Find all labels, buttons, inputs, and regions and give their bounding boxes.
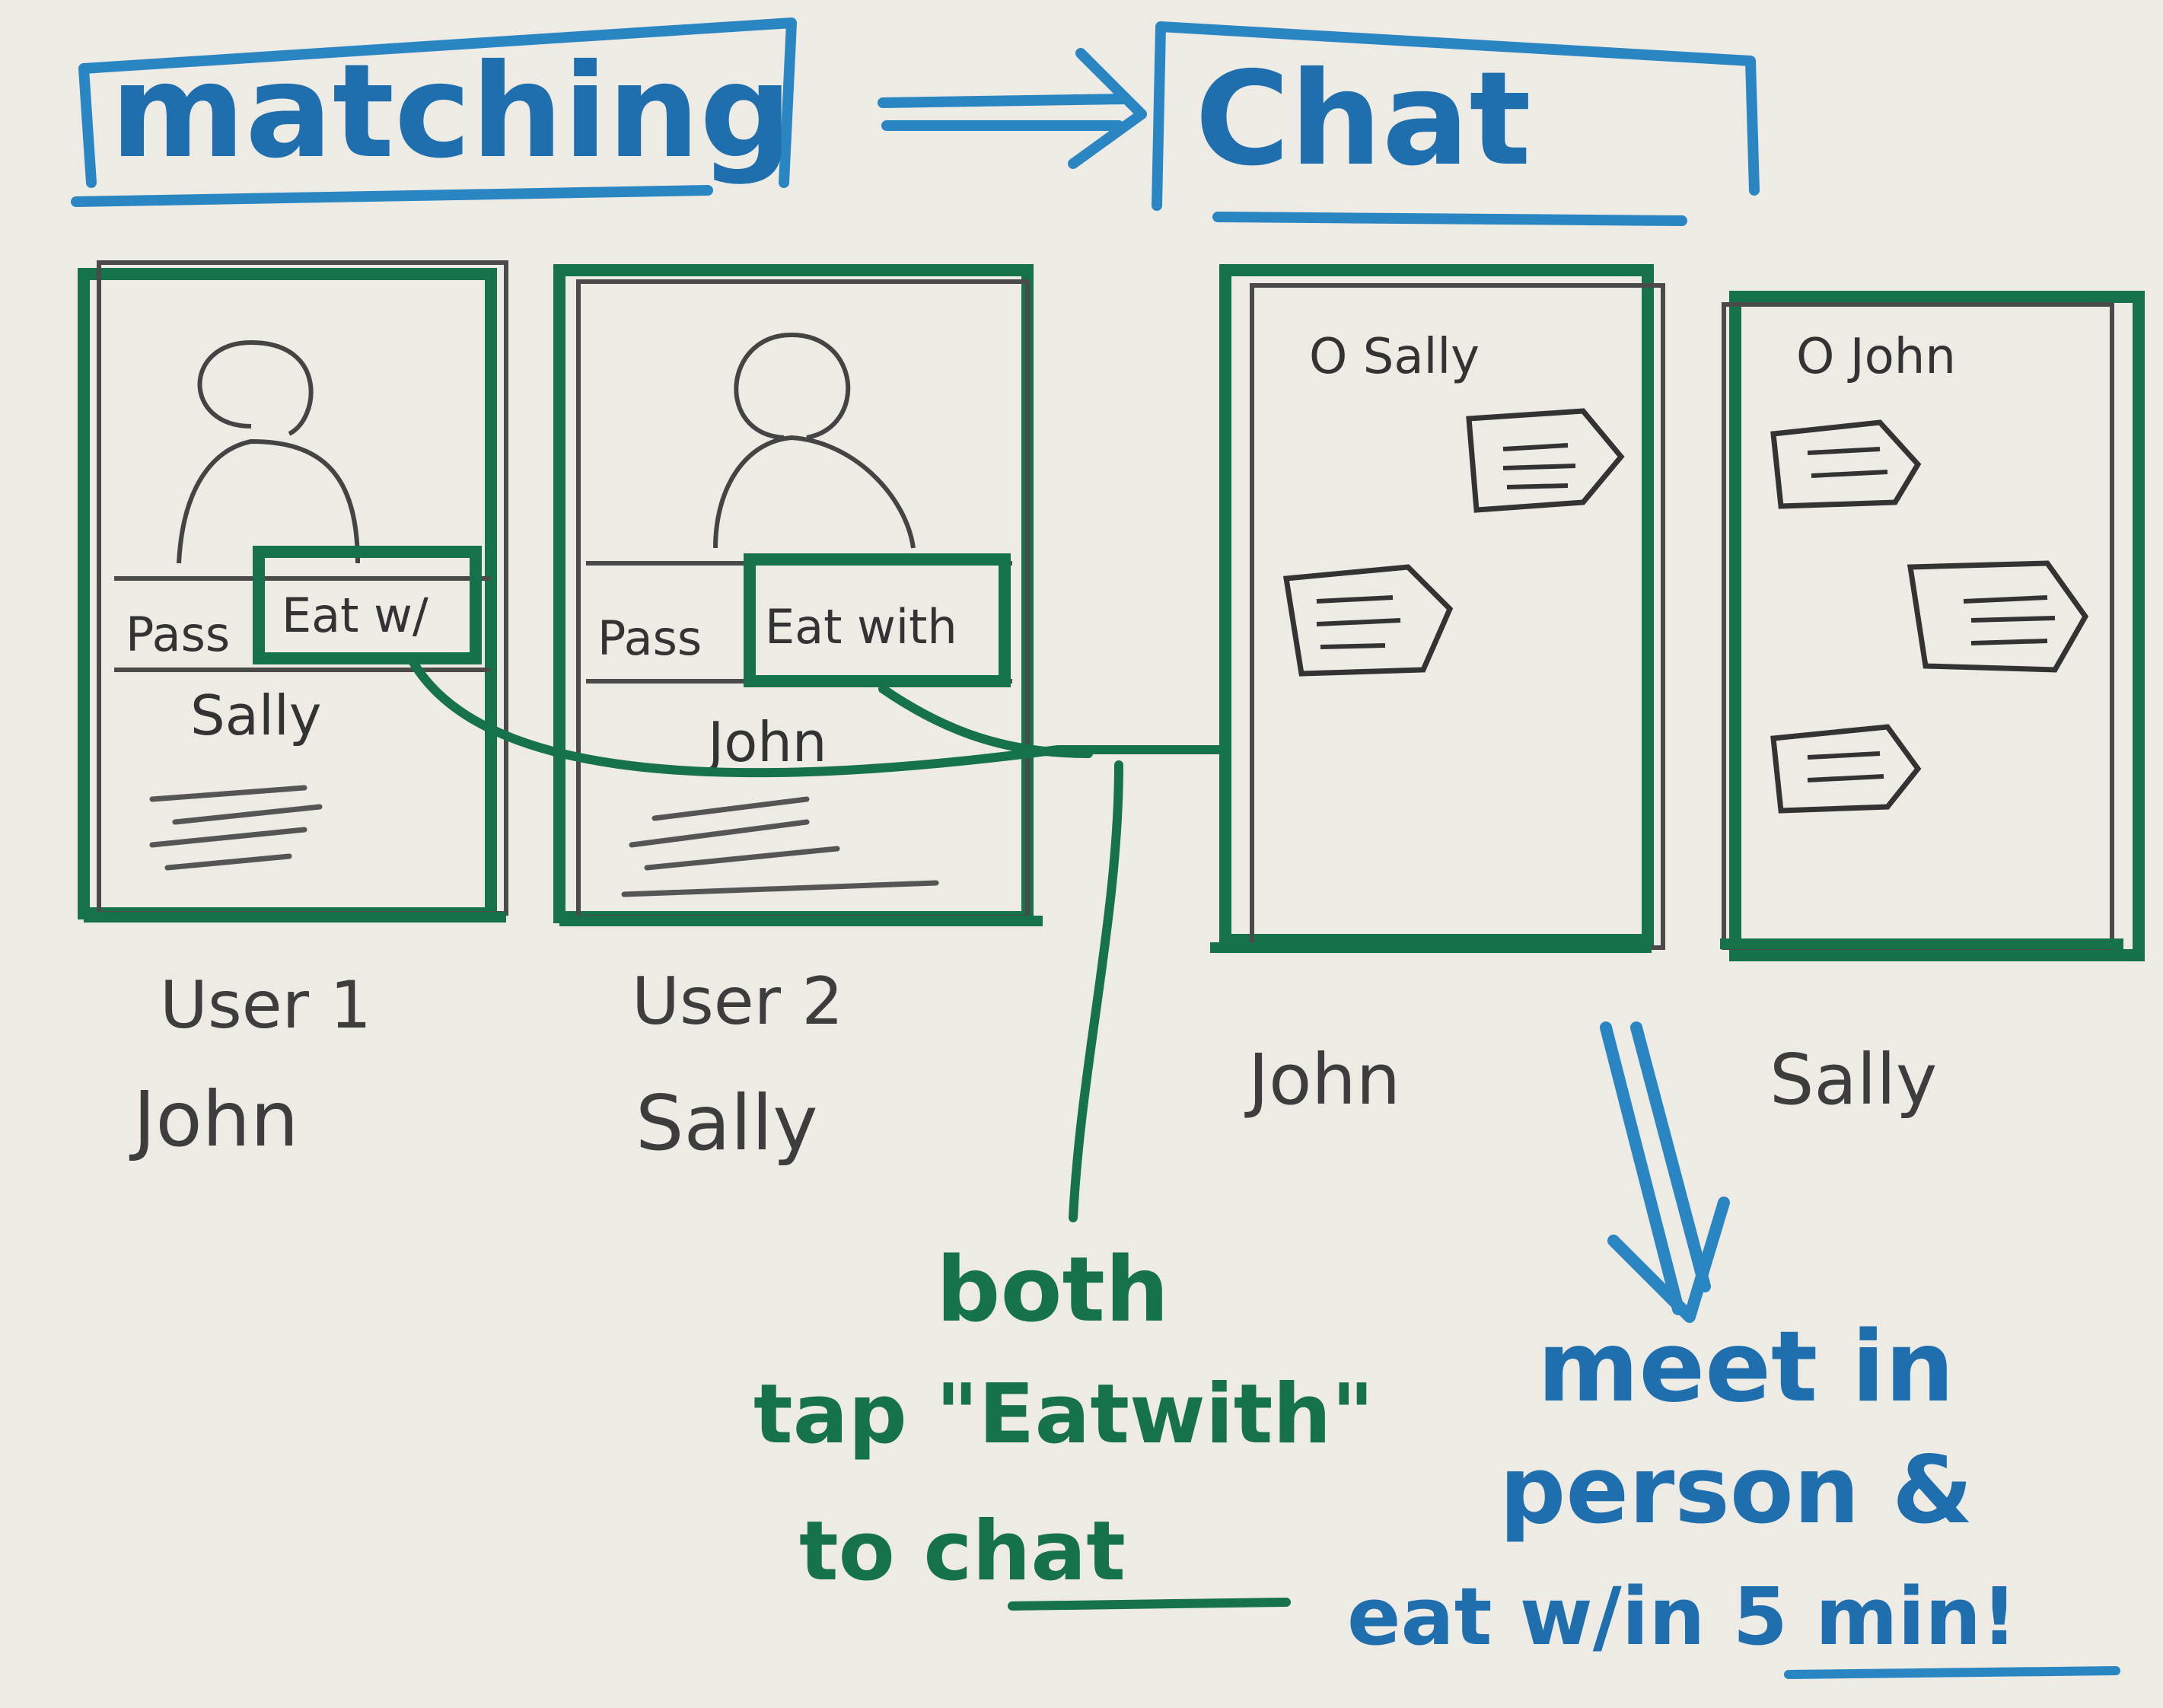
eat-with-button[interactable] [744, 553, 1011, 687]
match-screen-sally-caption-2: Sally [636, 1079, 818, 1168]
green-note-line-3: to chat [799, 1504, 1126, 1599]
match-screen-john: Pass Eat w/ Sally [78, 260, 508, 923]
matching-title-box [71, 18, 797, 207]
incoming-message-bubble [1466, 408, 1625, 513]
profile-name: Sally [190, 684, 321, 747]
chat-screen-john: O Sally [1210, 264, 1665, 953]
chat-screen-sally-caption: Sally [1770, 1039, 1937, 1120]
green-note-line-2: tap "Eatwith" [753, 1367, 1375, 1462]
outgoing-message-bubble [1907, 560, 2089, 673]
green-note-line-1: both [936, 1237, 1169, 1342]
blue-note-line-3: eat w/in 5 min! [1347, 1570, 2018, 1663]
down-arrow-icon [1600, 1021, 1730, 1323]
chat-header-name: O John [1796, 329, 1956, 385]
profile-bio-lines [621, 796, 939, 897]
flow-connector-lines [406, 654, 1230, 1222]
chat-title-box [1152, 21, 1760, 226]
profile-name: John [705, 710, 827, 774]
pass-button[interactable]: Pass [126, 607, 230, 662]
matching-title: matching [110, 37, 792, 187]
chat-title: Chat [1195, 44, 1531, 195]
blue-note-line-1: meet in [1537, 1311, 1954, 1424]
chat-screen-john-caption: John [1244, 1039, 1400, 1120]
chat-screen-sally: O John [1720, 291, 2145, 961]
incoming-message-bubble [1770, 724, 1922, 814]
profile-avatar-icon [713, 332, 916, 549]
match-screen-john-caption-1: User 1 [160, 967, 371, 1044]
header-arrow-icon [878, 48, 1147, 169]
chat-header-name: O Sally [1309, 329, 1480, 385]
eat-with-button[interactable] [253, 546, 482, 664]
match-screen-john-caption-2: John [129, 1075, 298, 1164]
chat-underline [1008, 1598, 1291, 1611]
eat-with-label: Eat with [765, 599, 957, 655]
match-screen-sally-caption-1: User 2 [632, 964, 843, 1040]
pass-button[interactable]: Pass [597, 610, 702, 666]
profile-avatar-icon [177, 339, 360, 564]
eat-with-label: Eat w/ [282, 588, 428, 643]
five-min-underline [1784, 1666, 2120, 1679]
profile-bio-lines [149, 785, 323, 871]
outgoing-message-bubble [1282, 564, 1454, 677]
blue-note-line-2: person & [1499, 1436, 1973, 1544]
incoming-message-bubble [1770, 419, 1922, 509]
match-screen-sally: Pass Eat with John [553, 264, 1043, 926]
